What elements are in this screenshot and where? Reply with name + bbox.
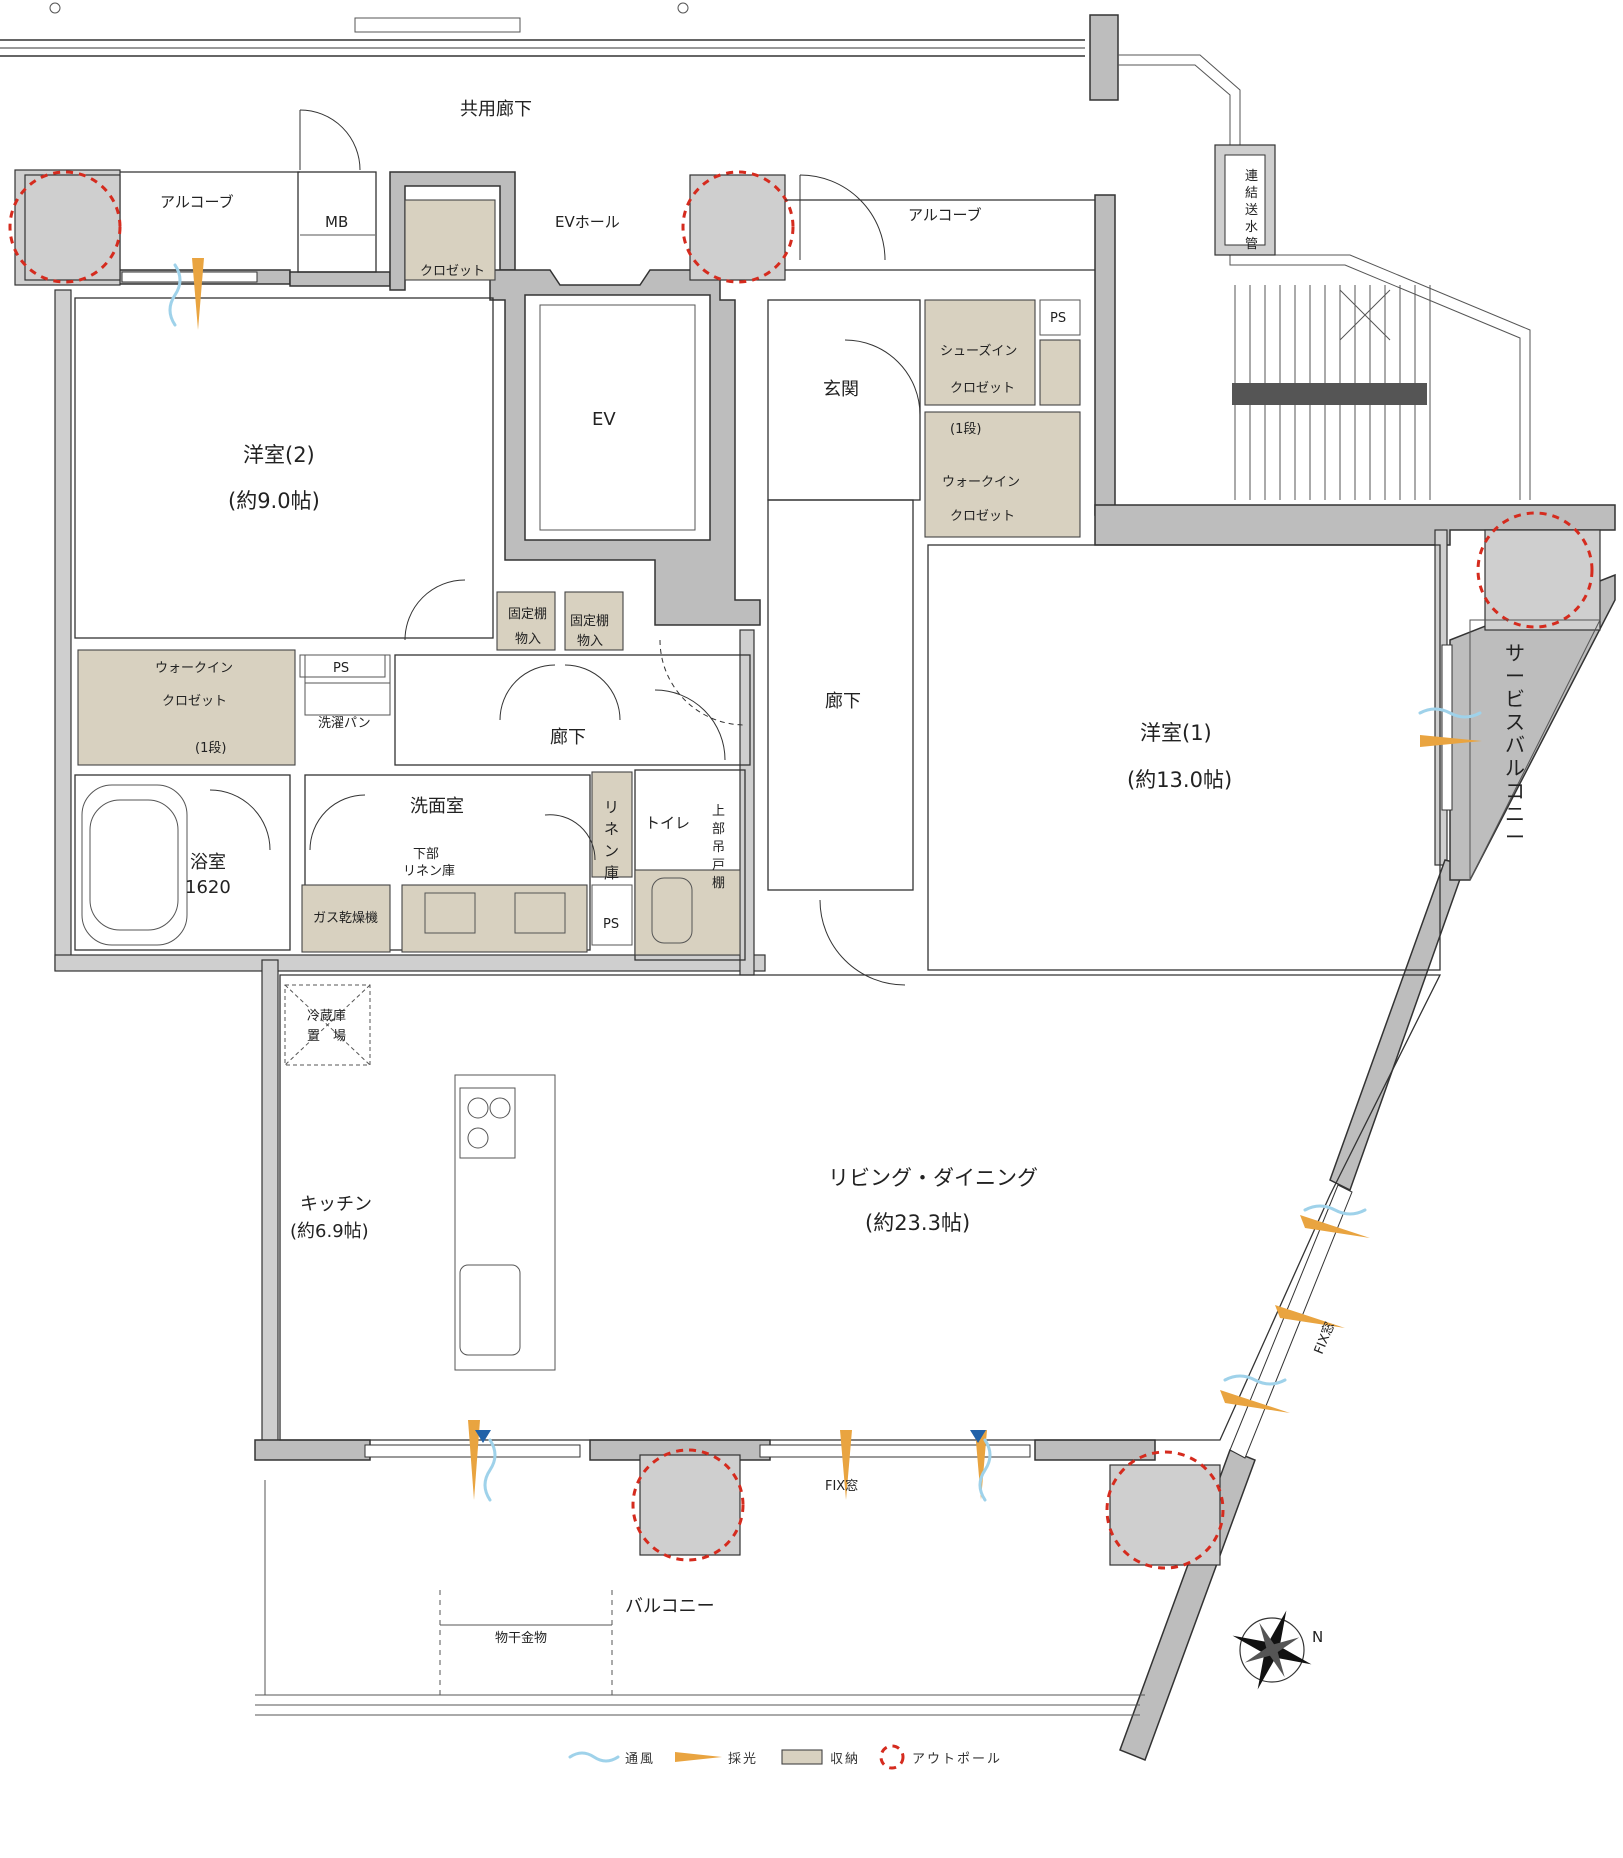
label-fridge-1: 冷蔵庫 (307, 1009, 346, 1024)
label-fridge-2: 置 場 (307, 1029, 346, 1044)
outpoles (8, 170, 1601, 1570)
label-wic-left-1: ウォークイン (155, 661, 233, 676)
label-wic-left-2: クロゼット (162, 694, 227, 709)
label-shoes-2: クロゼット (950, 381, 1015, 396)
label-bath-size: 1620 (185, 877, 231, 898)
room-outlines (74, 171, 1601, 1716)
label-fix-window-diag: FIX窓 (1311, 1320, 1338, 1357)
label-compass-n: N (1312, 1628, 1323, 1646)
structural-walls (14, 169, 1616, 1761)
label-room2-name: 洋室(2) (243, 443, 315, 467)
wind-markers (168, 263, 1482, 1502)
fixtures (81, 299, 1081, 1371)
outpole-icon (8, 170, 122, 284)
label-ev-hall: EVホール (555, 213, 620, 231)
label-wic-right-1: ウォークイン (942, 475, 1020, 490)
outpole-legend-icon (879, 1744, 905, 1770)
label-ichidan-left: (1段) (195, 741, 226, 756)
label-room1-size: (約13.0帖) (1127, 768, 1232, 792)
label-ev: EV (592, 409, 616, 430)
light-markers (192, 258, 1482, 1500)
label-fixed-shelf-2: 固定棚 (570, 614, 609, 629)
label-common-corridor: 共用廊下 (460, 99, 532, 120)
label-room2-size: (約9.0帖) (228, 489, 320, 513)
storage-areas (77, 199, 1081, 956)
label-storage-2: 物入 (577, 634, 603, 649)
label-mb: MB (325, 213, 348, 231)
outpole-icon (631, 1448, 745, 1562)
label-kitchen-size: (約6.9帖) (290, 1221, 369, 1242)
label-upper-cabinet: 上部吊戸棚 (712, 804, 725, 891)
legend-wind-label: 通風 (625, 1752, 655, 1767)
label-linen: リネン庫 (604, 798, 619, 882)
windows (121, 271, 1453, 1459)
label-toilet: トイレ (645, 814, 690, 832)
legend-outpole-label: アウトポール (912, 1752, 1002, 1767)
label-fix-window-bottom: FIX窓 (825, 1478, 858, 1494)
outpole-icon (1105, 1450, 1225, 1570)
wind-icon (568, 1751, 620, 1763)
label-bathroom: 浴室 (190, 852, 226, 873)
corridor-railing (0, 2, 1085, 57)
stairwell (1089, 14, 1531, 500)
label-ps-top: PS (1050, 311, 1066, 326)
doors (209, 109, 921, 986)
outpole-icon (681, 170, 795, 284)
room-labels: 共用廊下 アルコーブ MB クロゼット EVホール アルコーブ PS シューズイ… (155, 99, 1338, 1646)
label-room1-name: 洋室(1) (1140, 721, 1212, 745)
storage-icon (781, 1749, 823, 1765)
label-alcove-left: アルコーブ (160, 193, 234, 211)
label-ps-bottom: PS (603, 917, 619, 932)
label-lower-linen-2: リネン庫 (403, 864, 455, 879)
label-ichidan-top: (1段) (950, 422, 981, 437)
label-ps-left: PS (333, 661, 349, 676)
label-living-name: リビング・ダイニング (828, 1166, 1038, 1190)
label-entrance: 玄関 (823, 379, 859, 400)
legend-storage-label: 収納 (830, 1752, 860, 1767)
compass-icon (1232, 1610, 1312, 1690)
label-storage-1: 物入 (515, 632, 541, 647)
label-kitchen-name: キッチン (300, 1194, 372, 1215)
label-fixed-shelf-1: 固定棚 (508, 607, 547, 622)
label-balcony: バルコニー (625, 1596, 715, 1617)
label-living-size: (約23.3帖) (865, 1211, 970, 1235)
label-washer-pan: 洗濯パン (318, 716, 371, 731)
label-alcove-right: アルコーブ (908, 206, 982, 224)
label-shoes-1: シューズイン (940, 343, 1017, 359)
outpole-icon (1476, 511, 1594, 629)
light-icon (675, 1752, 722, 1762)
label-clothes-rack: 物干金物 (495, 1630, 547, 1646)
label-lower-linen-1: 下部 (413, 847, 439, 862)
legend: 通風 採光 収納 アウトポール (568, 1744, 1002, 1770)
legend-light-label: 採光 (728, 1752, 758, 1767)
label-closet-top: クロゼット (420, 264, 485, 279)
label-renketsu: 連結送水管 (1245, 169, 1258, 252)
label-gas-dryer: ガス乾燥機 (313, 911, 378, 926)
label-corridor-mid: 廊下 (550, 727, 586, 748)
vertical-labels: 連結送水管 リネン庫 上部吊戸棚 サービスバルコニー (604, 169, 1525, 891)
label-washroom: 洗面室 (410, 796, 464, 817)
label-wic-right-2: クロゼット (950, 509, 1015, 524)
label-corridor-right: 廊下 (825, 691, 861, 712)
label-service-balcony: サービスバルコニー (1505, 641, 1525, 849)
